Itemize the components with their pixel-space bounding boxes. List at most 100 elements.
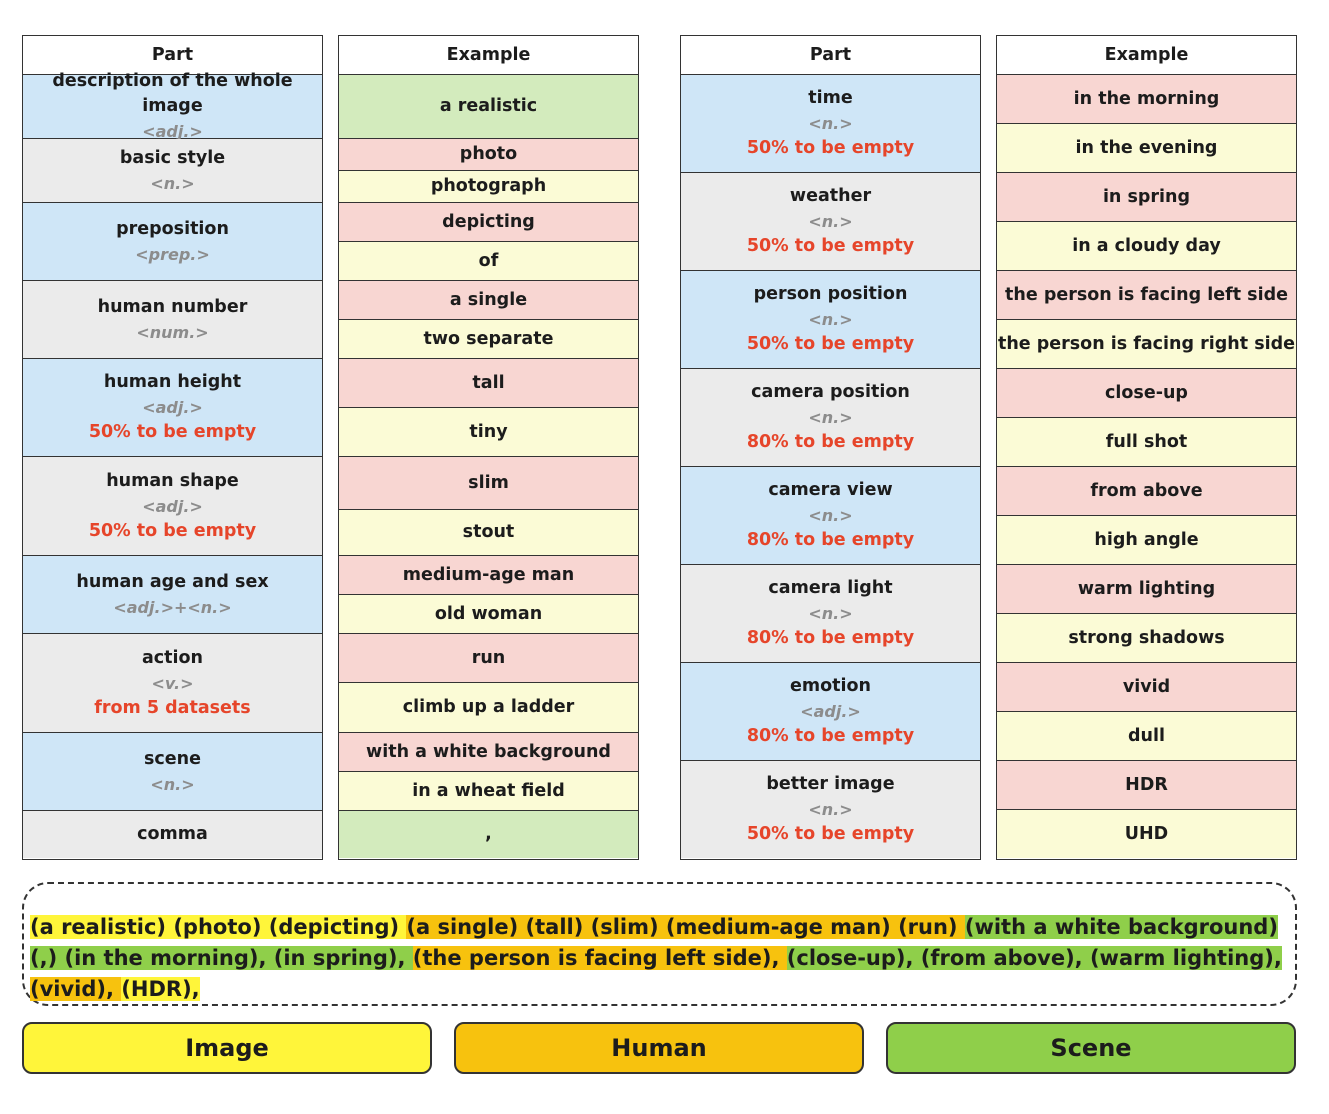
header-label: Example xyxy=(446,44,531,65)
example-cell: a realistic xyxy=(339,75,638,139)
example-text: from above xyxy=(1090,480,1203,501)
example-text: in a cloudy day xyxy=(1072,235,1221,256)
part-title: emotion xyxy=(790,676,871,696)
example-text: UHD xyxy=(1124,823,1169,844)
right-example-column: Example in the morning in the evening in… xyxy=(996,35,1297,860)
example-cell: , xyxy=(339,811,638,858)
example-cell: vivid xyxy=(997,663,1296,712)
header-label: Example xyxy=(1104,44,1189,65)
part-title: scene xyxy=(144,748,201,769)
part-title: better image xyxy=(766,774,895,794)
example-text: HDR xyxy=(1125,774,1168,795)
part-note: 80% to be empty xyxy=(746,726,915,746)
caption-segment-human: (the person is facing left side), xyxy=(412,946,787,970)
example-text: depicting xyxy=(442,211,535,232)
part-note: 50% to be empty xyxy=(88,422,257,442)
example-cell: photograph xyxy=(339,171,638,203)
example-text: in the morning xyxy=(1073,88,1220,109)
example-cell: in the morning xyxy=(997,75,1296,124)
part-tag: <n.> xyxy=(808,800,853,819)
example-text: the person is facing left side xyxy=(1005,284,1288,305)
part-title: camera position xyxy=(751,382,910,402)
part-tag: <v.> xyxy=(151,673,194,693)
example-caption: (a realistic) (photo) (depicting) (a sin… xyxy=(30,912,1292,1005)
part-title: comma xyxy=(137,824,208,844)
part-tag: <n.> xyxy=(808,506,853,525)
example-cell: medium-age man xyxy=(339,556,638,595)
example-cell: of xyxy=(339,242,638,281)
example-caption-box: (a realistic) (photo) (depicting) (a sin… xyxy=(22,882,1297,1006)
part-row: basic style <n.> xyxy=(23,139,322,203)
legend-label: Scene xyxy=(1050,1034,1132,1062)
part-row: description of the whole image <adj.> xyxy=(23,71,322,141)
part-tag: <adj.> xyxy=(800,702,861,721)
example-cell: slim xyxy=(339,457,638,510)
part-row: camera view <n.> 80% to be empty xyxy=(681,467,980,565)
example-cell: climb up a ladder xyxy=(339,683,638,733)
example-cell: UHD xyxy=(997,810,1296,858)
part-title: camera view xyxy=(768,480,893,500)
example-text: strong shadows xyxy=(1068,627,1225,648)
part-tag: <adj.> xyxy=(142,398,203,417)
example-text: close-up xyxy=(1105,382,1188,403)
example-text: slim xyxy=(468,472,509,493)
example-cell: the person is facing right side xyxy=(997,320,1296,369)
part-note: 80% to be empty xyxy=(746,628,915,648)
part-note: 50% to be empty xyxy=(746,138,915,158)
part-title: basic style xyxy=(119,147,226,168)
part-title: time xyxy=(808,88,853,108)
example-cell: high angle xyxy=(997,516,1296,565)
example-text: vivid xyxy=(1122,676,1171,697)
left-part-header: Part xyxy=(23,36,322,75)
example-text: in a wheat field xyxy=(412,780,565,801)
example-cell: a single xyxy=(339,281,638,320)
example-cell: two separate xyxy=(339,320,638,359)
example-text: in the evening xyxy=(1075,137,1218,158)
legend-label: Human xyxy=(611,1034,707,1062)
part-row: action <v.> from 5 datasets xyxy=(23,634,322,733)
example-text: of xyxy=(478,250,499,271)
legend-image: Image xyxy=(22,1022,432,1074)
part-row: human age and sex <adj.>+<n.> xyxy=(23,556,322,634)
part-title: human number xyxy=(97,296,248,317)
example-text: with a white background xyxy=(366,741,611,762)
part-row: preposition <prep.> xyxy=(23,203,322,281)
part-tag: <n.> xyxy=(808,212,853,231)
part-tag: <num.> xyxy=(136,322,209,342)
example-text: high angle xyxy=(1094,529,1199,550)
example-cell: dull xyxy=(997,712,1296,761)
part-row: weather <n.> 50% to be empty xyxy=(681,173,980,271)
part-title: human shape xyxy=(106,470,239,491)
example-text: stout xyxy=(462,522,515,542)
example-text: dull xyxy=(1128,725,1165,746)
part-title: action xyxy=(141,647,204,668)
example-cell: old woman xyxy=(339,595,638,634)
part-row: human shape <adj.> 50% to be empty xyxy=(23,457,322,556)
part-title: person position xyxy=(753,284,908,304)
part-row: human number <num.> xyxy=(23,281,322,359)
legend-human: Human xyxy=(454,1022,864,1074)
example-cell: run xyxy=(339,634,638,683)
left-example-header: Example xyxy=(339,36,638,75)
example-cell: with a white background xyxy=(339,733,638,772)
example-cell: depicting xyxy=(339,203,638,242)
example-cell: tiny xyxy=(339,408,638,457)
example-text: medium-age man xyxy=(402,564,575,585)
part-title: preposition xyxy=(116,218,229,239)
part-row: time <n.> 50% to be empty xyxy=(681,75,980,173)
example-cell: in the evening xyxy=(997,124,1296,173)
example-cell: stout xyxy=(339,510,638,556)
part-note: from 5 datasets xyxy=(94,697,251,718)
left-part-column: Part description of the whole image <adj… xyxy=(22,35,323,860)
part-note: 50% to be empty xyxy=(88,520,257,541)
part-note: 50% to be empty xyxy=(746,236,915,256)
example-cell: in a wheat field xyxy=(339,772,638,811)
caption-segment-human: (a single) (tall) (slim) (medium-age man… xyxy=(406,915,965,939)
example-text: photograph xyxy=(430,176,547,196)
part-note: 80% to be empty xyxy=(746,530,915,550)
caption-segment-image: (a realistic) (photo) (depicting) xyxy=(30,915,407,939)
example-text: tall xyxy=(472,372,505,393)
part-note: 50% to be empty xyxy=(746,334,915,354)
example-text: warm lighting xyxy=(1077,578,1216,599)
example-text: old woman xyxy=(434,603,543,624)
